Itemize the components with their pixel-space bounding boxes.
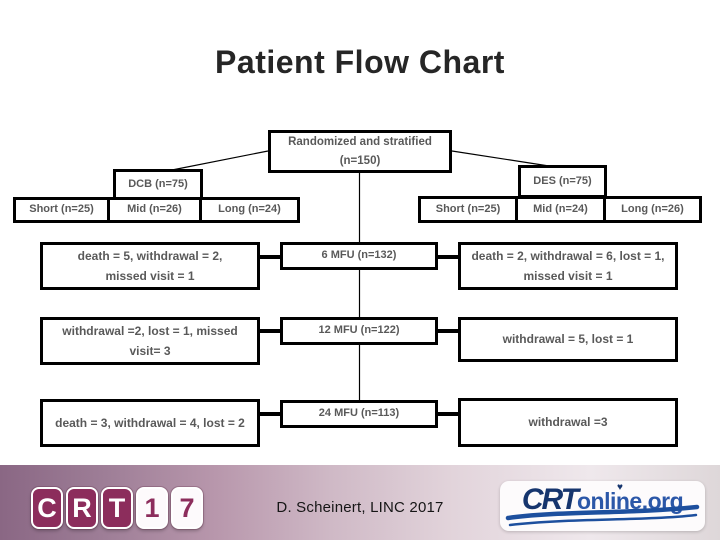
heart-icon: ♥: [617, 482, 623, 493]
box-dcb-outcome-6m: death = 5, withdrawal = 2, missed visit …: [40, 242, 260, 290]
crt17-tile: R: [66, 487, 98, 529]
box-des-arm: DES (n=75): [518, 165, 607, 198]
crtonline-suffix: online.org: [576, 488, 684, 514]
box-followup-12mfu: 12 MFU (n=122): [280, 317, 438, 345]
box-dcb-mid: Mid (n=26): [107, 197, 202, 223]
crtonline-prefix: CRT: [521, 483, 579, 516]
crt17-tile: 1: [136, 487, 168, 529]
crt17-logo: C R T 1 7: [31, 487, 203, 529]
footer-credit: D. Scheinert, LINC 2017: [276, 499, 444, 516]
box-followup-24mfu: 24 MFU (n=113): [280, 400, 438, 428]
crt17-tile: T: [101, 487, 133, 529]
crt17-tile: C: [31, 487, 63, 529]
crtonline-logo: CRT online.org ♥: [500, 481, 705, 531]
box-des-outcome-6m: death = 2, withdrawal = 6, lost = 1, mis…: [458, 242, 678, 290]
slide-title: Patient Flow Chart: [215, 44, 505, 80]
box-randomized: Randomized and stratified (n=150): [268, 130, 452, 173]
box-des-long: Long (n=26): [603, 196, 702, 223]
box-dcb-long: Long (n=24): [199, 197, 300, 223]
box-dcb-short: Short (n=25): [13, 197, 110, 223]
box-dcb-outcome-12m: withdrawal =2, lost = 1, missed visit= 3: [40, 317, 260, 365]
box-followup-6mfu: 6 MFU (n=132): [280, 242, 438, 270]
box-des-outcome-12m: withdrawal = 5, lost = 1: [458, 317, 678, 362]
crt17-tile: 7: [171, 487, 203, 529]
box-des-short: Short (n=25): [418, 196, 518, 223]
wave-swoosh-icon: [505, 504, 700, 527]
box-dcb-outcome-24m: death = 3, withdrawal = 4, lost = 2: [40, 399, 260, 447]
box-dcb-arm: DCB (n=75): [113, 169, 203, 200]
box-des-outcome-24m: withdrawal =3: [458, 398, 678, 447]
box-des-mid: Mid (n=24): [515, 196, 606, 223]
